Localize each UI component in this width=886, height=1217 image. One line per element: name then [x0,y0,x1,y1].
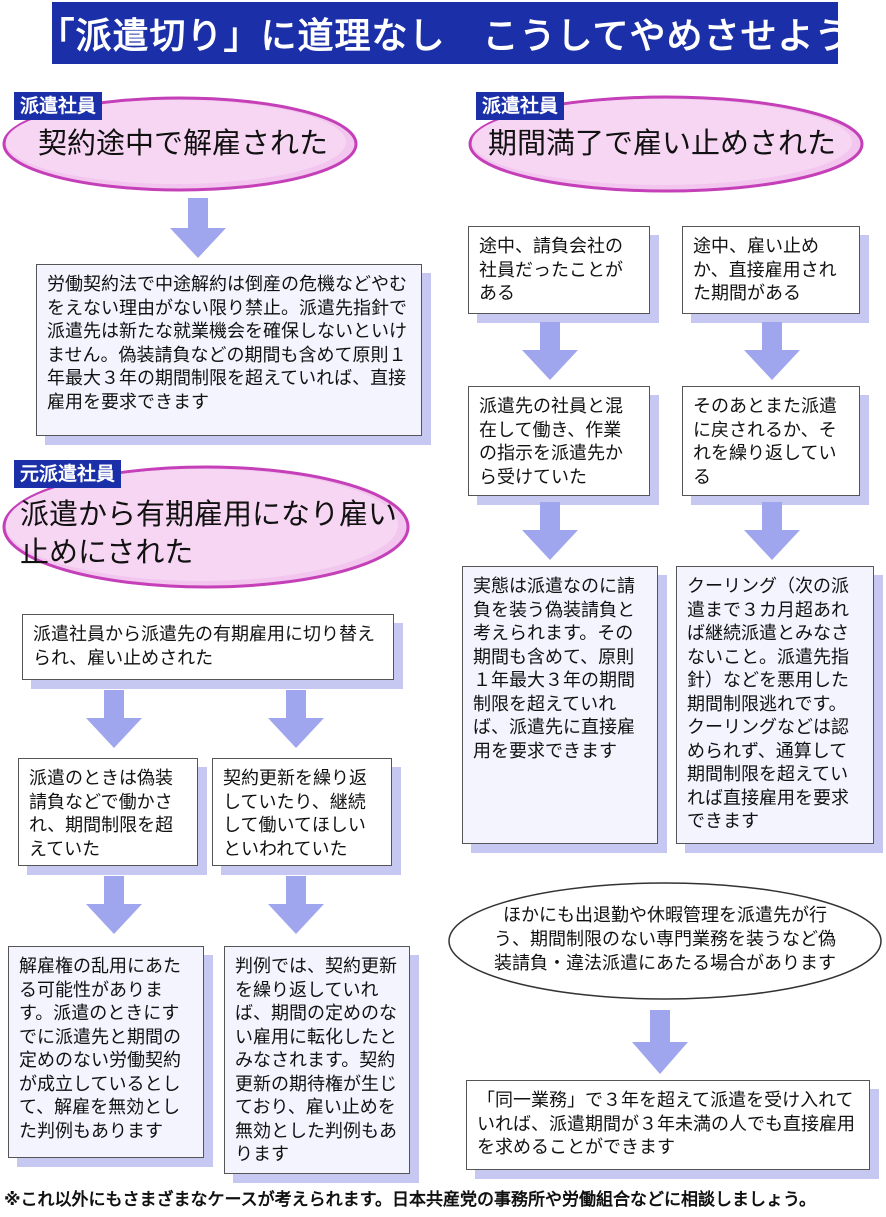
heading-ellipse-case2: 期間満了で雇い止めされた [466,86,866,196]
heading-case1: 契約途中で解雇された [38,126,329,160]
page-title: 「派遣切り」に道理なし こうしてやめさせよう [39,2,850,64]
tag-haken-shain-right: 派遣社員 [476,92,565,120]
tag-haken-shain-left: 派遣社員 [14,92,103,120]
arrow-down-icon [744,502,800,560]
condition-box-case3-a: 派遣のときは偽装請負などで働かされ、期間制限を超えていた [18,758,198,866]
note-oval: ほかにも出退勤や休暇管理を派遣先が行う、期間制限のない専門業務を装うなど偽装請負… [446,880,884,1002]
arrow-down-icon [522,502,578,560]
condition2-box-case2-b: そのあとまた派遣に戻されるか、それを繰り返している [682,386,860,496]
arrow-down-icon [170,198,226,258]
result-box-case2-a: 実態は派遣なのに請負を装う偽装請負と考えられます。その期間も含めて、原則１年最大… [462,566,658,844]
result-box-case1: 労働契約法で中途解約は倒産の危機などやむをえない理由がない限り禁止。派遣先指針で… [36,264,422,436]
heading-case3: 派遣から有期雇用になり雇い止めにされた [20,497,398,569]
arrow-down-icon [86,690,142,748]
condition1-box-case2-a: 途中、請負会社の社員だったことがある [468,226,650,314]
note-oval-text: ほかにも出退勤や休暇管理を派遣先が行う、期間制限のない専門業務を装うなど偽装請負… [494,905,836,974]
arrow-down-icon [268,876,324,934]
heading-ellipse-case1: 契約途中で解雇された [0,86,360,194]
condition-box-case3-b: 契約更新を繰り返していたり、継続して働いてほしいといわれていた [212,758,392,866]
arrow-down-icon [522,322,578,380]
result-box-case3-a: 解雇権の乱用にあたる可能性があります。派遣のときにすでに派遣先と期間の定めのない… [8,946,204,1158]
result-box-case2-b: クーリング（次の派遣まで３カ月超あれば継続派遣とみなさないこと。派遣先指針）など… [676,566,874,844]
result-box-other: 「同一業務」で３年を超えて派遣を受け入れていれば、派遣期間が３年未満の人でも直接… [466,1080,870,1170]
arrow-down-icon [744,322,800,380]
intro-box-case3: 派遣社員から派遣先の有期雇用に切り替えられ、雇い止めされた [22,614,394,680]
footnote: ※これ以外にもさまざまなケースが考えられます。日本共産党の事務所や労働組合などに… [4,1190,816,1210]
condition1-box-case2-b: 途中、雇い止めか、直接雇用された期間がある [682,226,860,314]
heading-case2: 期間満了で雇い止めされた [488,126,837,160]
arrow-down-icon [86,876,142,934]
arrow-down-icon [632,1010,688,1074]
tag-moto-haken-shain: 元派遣社員 [14,460,122,488]
heading-ellipse-case3: 派遣から有期雇用になり雇い止めにされた [0,455,412,593]
result-box-case3-b: 判例では、契約更新を繰り返していれば、期間の定めのない雇用に転化したとみなされま… [224,946,410,1174]
arrow-down-icon [268,690,324,748]
condition2-box-case2-a: 派遣先の社員と混在して働き、作業の指示を派遣先から受けていた [468,386,650,496]
